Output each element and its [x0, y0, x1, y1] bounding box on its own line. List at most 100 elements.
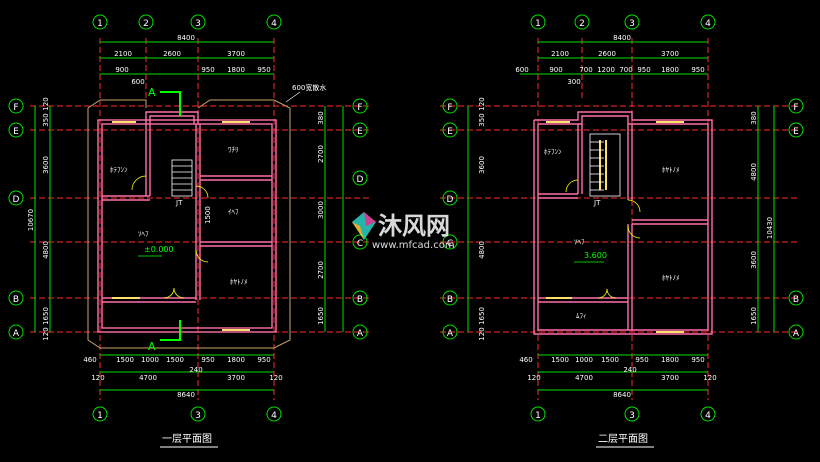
svg-text:3600: 3600 — [478, 156, 486, 174]
doors — [565, 179, 641, 299]
stair — [171, 159, 193, 197]
room-kitchen: ﾜﾁﾘ — [228, 146, 239, 154]
svg-text:C: C — [357, 239, 363, 249]
svg-text:4700: 4700 — [575, 374, 593, 382]
svg-text:E: E — [447, 127, 453, 137]
svg-text:3000: 3000 — [317, 201, 325, 219]
svg-text:3700: 3700 — [227, 50, 245, 58]
left-dimensions: 120 350 3600 4800 1650 120 — [478, 97, 486, 340]
room-balcony: ﾑﾌｨ — [576, 312, 587, 320]
svg-text:F: F — [793, 103, 798, 113]
section-label-top: A — [148, 86, 156, 99]
svg-text:240: 240 — [189, 366, 202, 374]
svg-text:2100: 2100 — [114, 50, 132, 58]
room-labels: ﾎﾃﾌﾝﾝ ﾜﾁﾘ ｿﾍﾌ ｲﾍﾌ ﾎﾔﾄﾉﾒ JT — [110, 146, 248, 286]
windows — [546, 121, 684, 333]
right-dimensions: 380 2700 3000 2700 1650 — [317, 111, 325, 325]
walls — [533, 111, 713, 335]
walls — [97, 111, 277, 333]
svg-text:460: 460 — [83, 356, 96, 364]
room-bathroom: ﾎﾃﾌﾝﾝ — [110, 166, 128, 174]
svg-text:3700: 3700 — [227, 374, 245, 382]
svg-text:A: A — [447, 329, 454, 339]
apron-outline — [87, 99, 291, 349]
svg-text:300: 300 — [567, 78, 580, 86]
svg-text:1200: 1200 — [597, 66, 615, 74]
side-axis-labels: F E D B A F E D C B A — [13, 103, 364, 339]
room-dining: ｲﾍﾌ — [228, 208, 239, 216]
axis-1-bottom: 1 — [97, 411, 103, 421]
svg-text:D: D — [13, 195, 20, 205]
axis-3-bottom: 3 — [195, 411, 201, 421]
svg-text:F: F — [447, 103, 452, 113]
svg-text:1: 1 — [535, 411, 541, 421]
svg-text:4700: 4700 — [139, 374, 157, 382]
svg-text:120: 120 — [527, 374, 540, 382]
watermark-url: www.mfcad.com — [372, 240, 455, 251]
svg-text:3600: 3600 — [42, 156, 50, 174]
svg-text:F: F — [13, 103, 18, 113]
svg-text:4800: 4800 — [750, 163, 758, 181]
axis-grid-lines — [440, 38, 800, 400]
svg-text:B: B — [13, 295, 19, 305]
svg-text:1650: 1650 — [317, 307, 325, 325]
svg-text:1000: 1000 — [575, 356, 593, 364]
plan-ground-floor: A A ﾎﾃﾌﾝﾝ ﾜﾁﾘ ｿﾍﾌ ｲﾍﾌ ﾎﾔﾄﾉﾒ JT ±0.000 15… — [8, 14, 370, 448]
svg-text:1800: 1800 — [227, 66, 245, 74]
svg-text:460: 460 — [519, 356, 532, 364]
svg-text:1800: 1800 — [661, 66, 679, 74]
svg-text:950: 950 — [635, 356, 648, 364]
windows — [112, 121, 250, 331]
section-marker — [160, 91, 181, 341]
svg-text:4: 4 — [705, 411, 711, 421]
svg-text:1650: 1650 — [750, 307, 758, 325]
svg-text:950: 950 — [691, 66, 704, 74]
svg-text:350: 350 — [42, 113, 50, 126]
svg-text:E: E — [357, 127, 363, 137]
axis-4-top: 4 — [271, 19, 277, 29]
svg-text:1500: 1500 — [166, 356, 184, 364]
side-axis-labels: F E D C B A F E B A — [447, 103, 800, 339]
svg-text:120: 120 — [91, 374, 104, 382]
bottom-dimensions: 460 1500 1000 1500 950 1800 950 120 4700… — [519, 356, 716, 399]
bottom-axis-bubbles: 1 3 4 — [530, 406, 716, 422]
svg-text:B: B — [793, 295, 799, 305]
watermark-cn: 沐风网 — [378, 212, 450, 240]
svg-text:A: A — [13, 329, 20, 339]
plan-title-ground: 一层平面图 — [162, 433, 212, 445]
top-dimensions: 8400 2100 2600 3700 600 900 700 1200 700… — [515, 34, 704, 86]
axis-4-bottom: 4 — [271, 411, 277, 421]
svg-text:1800: 1800 — [227, 356, 245, 364]
svg-text:10670: 10670 — [27, 209, 35, 231]
room-bedroom: ﾎﾔﾄﾉﾒ — [230, 278, 248, 286]
svg-text:1000: 1000 — [141, 356, 159, 364]
svg-text:8400: 8400 — [613, 34, 631, 42]
svg-text:950: 950 — [257, 66, 270, 74]
stair-label: JT — [593, 199, 601, 207]
svg-text:2: 2 — [579, 19, 585, 29]
svg-text:2700: 2700 — [317, 261, 325, 279]
bottom-dimensions: 460 1500 1000 1500 950 1800 950 120 4700… — [83, 356, 282, 399]
svg-text:4800: 4800 — [478, 241, 486, 259]
plan-second-floor: ﾎﾃﾌﾝﾝ ﾎﾔﾄﾉﾒ ｿﾍﾌ ﾎﾔﾄﾉﾒ ﾑﾌｨ JT 3.600 1 2 3… — [440, 14, 804, 448]
svg-text:8640: 8640 — [613, 391, 631, 399]
room-living: ｿﾍﾌ — [574, 238, 585, 246]
svg-text:950: 950 — [257, 356, 270, 364]
bottom-axis-bubbles: 1 3 4 — [92, 406, 282, 422]
svg-text:1650: 1650 — [478, 307, 486, 325]
svg-text:D: D — [357, 175, 364, 185]
dimension-lines — [34, 41, 344, 391]
svg-text:600: 600 — [131, 78, 144, 86]
svg-text:8400: 8400 — [177, 34, 195, 42]
svg-text:F: F — [357, 103, 362, 113]
svg-text:D: D — [447, 195, 454, 205]
svg-text:120: 120 — [269, 374, 282, 382]
svg-text:E: E — [793, 127, 799, 137]
svg-text:600: 600 — [515, 66, 528, 74]
svg-text:380: 380 — [750, 111, 758, 124]
svg-text:A: A — [357, 329, 364, 339]
room-living: ｿﾍﾌ — [138, 230, 149, 238]
axis-grid-lines — [30, 38, 370, 400]
room-bedroom-1: ﾎﾔﾄﾉﾒ — [662, 166, 680, 174]
